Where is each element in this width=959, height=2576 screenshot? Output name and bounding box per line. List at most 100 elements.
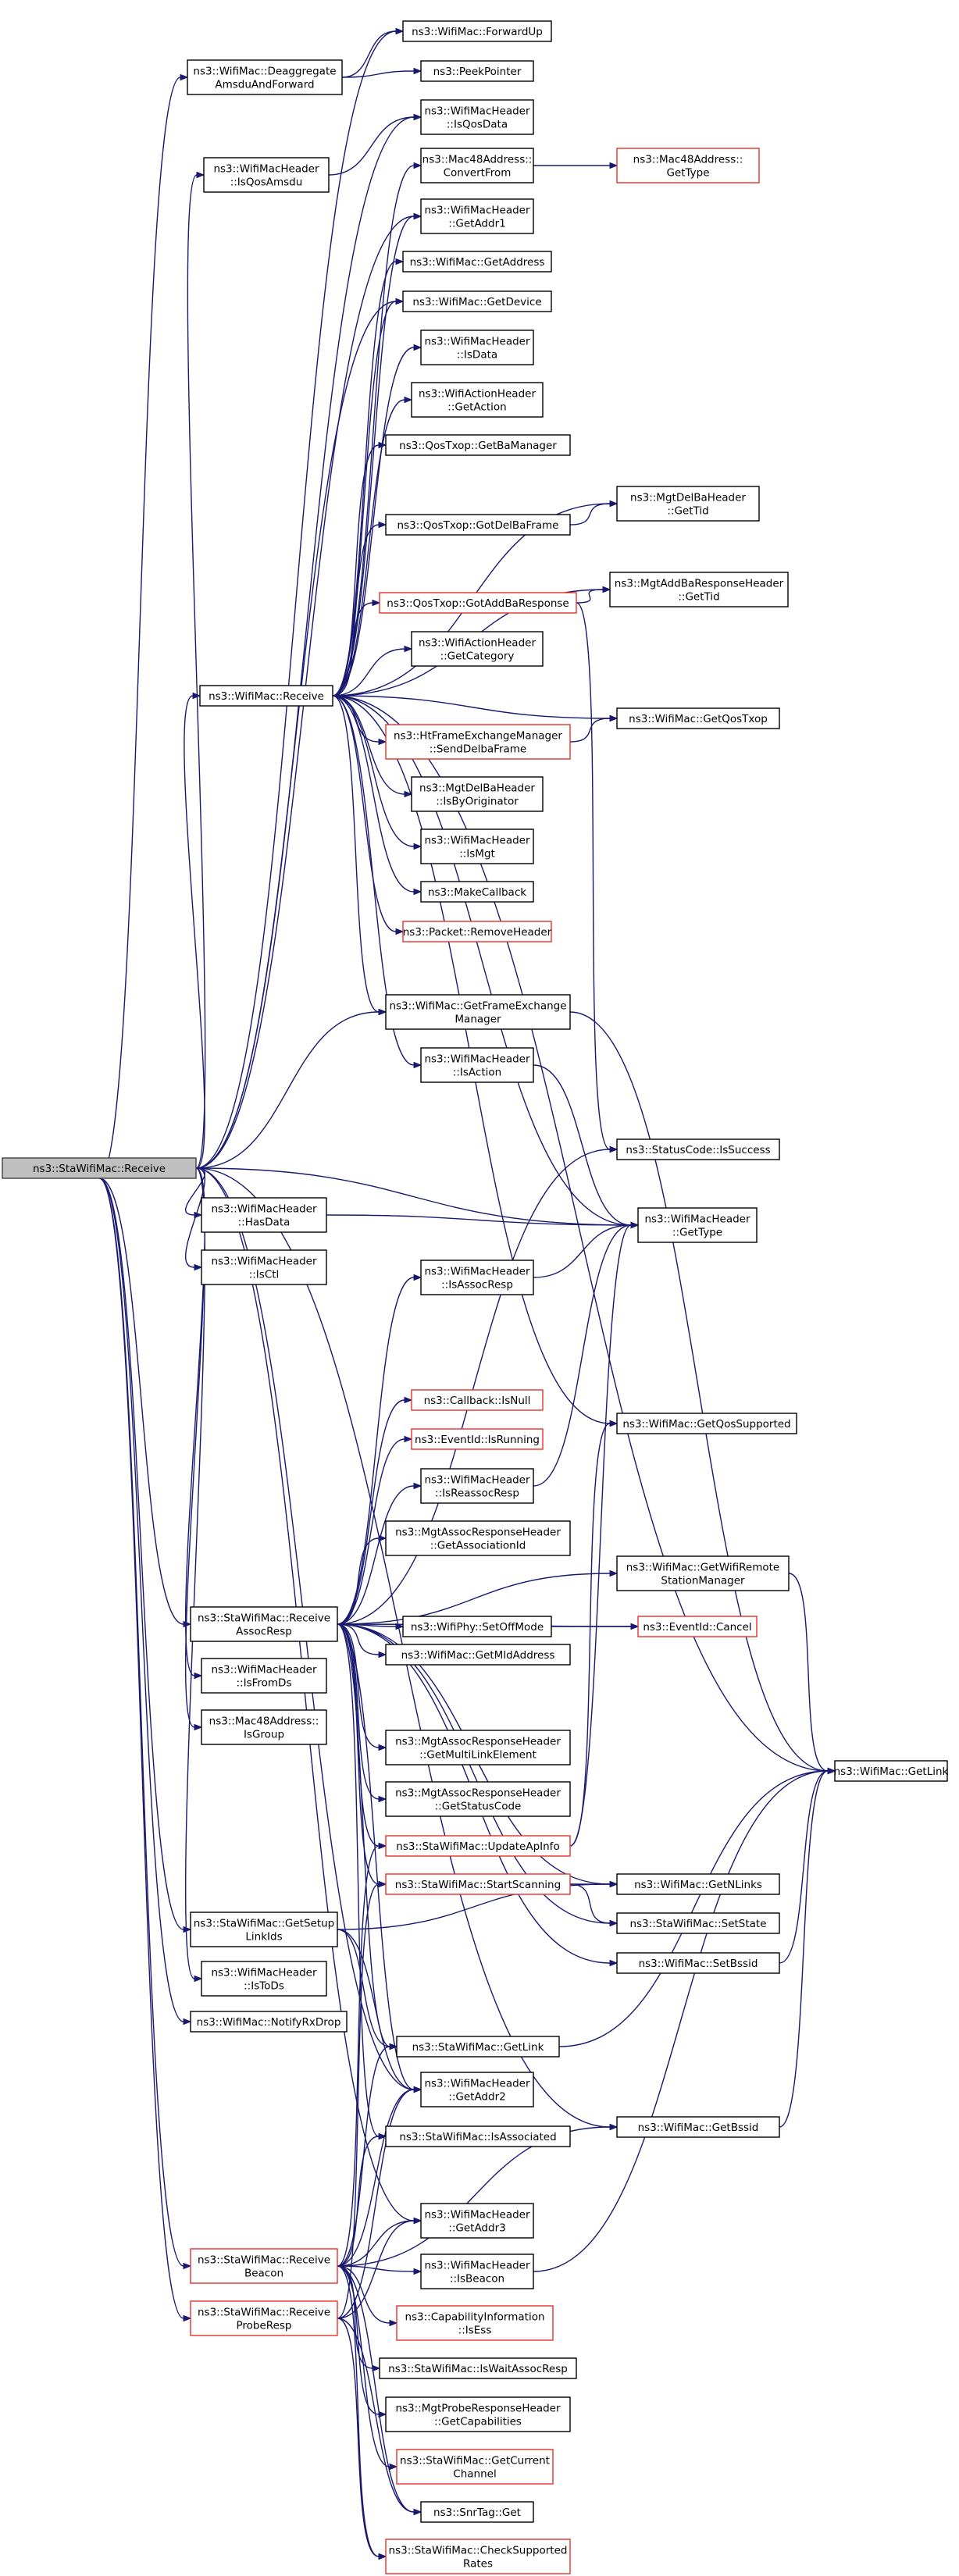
node-setstate[interactable]: ns3::StaWifiMac::SetState	[616, 1912, 780, 1934]
edge-isassocresp-to-hdrgettype	[533, 1221, 640, 1278]
node-convertfrom[interactable]: ns3::Mac48Address::ConvertFrom	[420, 148, 534, 183]
edge-line	[337, 1883, 380, 2319]
node-peek[interactable]: ns3::PeekPointer	[420, 60, 534, 82]
node-getqostxop[interactable]: ns3::WifiMac::GetQosTxop	[616, 707, 780, 729]
node-iswaitassoc[interactable]: ns3::StaWifiMac::IsWaitAssocResp	[379, 2357, 577, 2379]
node-eventisrunning[interactable]: ns3::EventId::IsRunning	[411, 1428, 544, 1450]
node-isbyoriginator[interactable]: ns3::MgtDelBaHeader::IsByOriginator	[411, 776, 544, 812]
edge-arrowhead	[413, 2268, 422, 2275]
node-getcategory[interactable]: ns3::WifiActionHeader::GetCategory	[411, 631, 544, 667]
node-hdrgettype[interactable]: ns3::WifiMacHeader::GetType	[637, 1207, 758, 1243]
node-mac48gettype[interactable]: ns3::Mac48Address::GetType	[616, 148, 760, 183]
node-box	[187, 59, 343, 95]
node-label: ::GetTid	[667, 505, 708, 518]
edge-receiveassocresp-to-getremotestation	[337, 1569, 619, 1625]
edge-wifimacreceive-to-convertfrom	[332, 162, 422, 697]
node-getstatuscode[interactable]: ns3::MgtAssocResponseHeader::GetStatusCo…	[385, 1781, 571, 1817]
node-getassocid[interactable]: ns3::MgtAssocResponseHeader::GetAssociat…	[385, 1520, 571, 1556]
node-box	[385, 1781, 571, 1817]
edge-line	[569, 718, 611, 743]
node-getbssid[interactable]: ns3::WifiMac::GetBssid	[616, 2116, 780, 2138]
node-isreassocresp[interactable]: ns3::WifiMacHeader::IsReassocResp	[420, 1468, 534, 1504]
node-setbssid[interactable]: ns3::WifiMac::SetBssid	[616, 1952, 780, 1974]
node-getmldaddress[interactable]: ns3::WifiMac::GetMldAddress	[385, 1644, 571, 1666]
node-getaddr2[interactable]: ns3::WifiMacHeader::GetAddr2	[420, 2072, 534, 2107]
node-label: StationManager	[661, 1575, 745, 1587]
node-stagetlink[interactable]: ns3::StaWifiMac::GetLink	[396, 2036, 560, 2058]
node-gotdelba[interactable]: ns3::QosTxop::GotDelBaFrame	[385, 514, 571, 536]
node-mgtdelbagettid[interactable]: ns3::MgtDelBaHeader::GetTid	[616, 486, 760, 522]
node-addbarespgettid[interactable]: ns3::MgtAddBaResponseHeader::GetTid	[609, 572, 789, 607]
node-probegetcap[interactable]: ns3::MgtProbeResponseHeader::GetCapabili…	[385, 2396, 571, 2432]
node-getqossupported[interactable]: ns3::WifiMac::GetQosSupported	[616, 1413, 797, 1434]
node-isassociated[interactable]: ns3::StaWifiMac::IsAssociated	[385, 2125, 571, 2147]
node-notifyrxdrop[interactable]: ns3::WifiMac::NotifyRxDrop	[190, 2011, 348, 2033]
edge-line	[98, 1178, 184, 2319]
edge-arrowhead	[389, 2043, 398, 2050]
node-wifimacreceive[interactable]: ns3::WifiMac::Receive	[199, 685, 333, 707]
node-isqosdata[interactable]: ns3::WifiMacHeader::IsQosData	[420, 99, 534, 135]
edge-line	[332, 444, 380, 697]
edge-line	[98, 1178, 184, 2022]
node-startscanning[interactable]: ns3::StaWifiMac::StartScanning	[385, 1873, 571, 1895]
node-isassocresp[interactable]: ns3::WifiMacHeader::IsAssocResp	[420, 1259, 534, 1295]
edge-line	[337, 1485, 415, 1625]
node-getaddr1[interactable]: ns3::WifiMacHeader::GetAddr1	[420, 198, 534, 234]
node-eventcancel[interactable]: ns3::EventId::Cancel	[637, 1616, 758, 1637]
edge-receivebeacon-to-isassociated	[337, 2132, 387, 2267]
node-label: GetType	[666, 167, 709, 180]
node-label: ns3::StaWifiMac::IsAssociated	[399, 2131, 556, 2143]
edge-line	[332, 648, 405, 697]
node-label: ns3::SnrTag::Get	[433, 2507, 521, 2519]
node-makecallback[interactable]: ns3::MakeCallback	[420, 881, 534, 903]
node-getaction[interactable]: ns3::WifiActionHeader::GetAction	[411, 382, 544, 418]
node-gotaddba[interactable]: ns3::QosTxop::GotAddBaResponse	[379, 592, 577, 614]
node-snrtagget[interactable]: ns3::SnrTag::Get	[420, 2501, 534, 2523]
edge-arrowhead	[389, 2463, 398, 2471]
node-removeheader[interactable]: ns3::Packet::RemoveHeader	[402, 921, 552, 942]
edge-line	[337, 2046, 390, 2267]
edge-line	[332, 602, 373, 697]
node-getaddress[interactable]: ns3::WifiMac::GetAddress	[402, 251, 552, 273]
node-box	[402, 921, 552, 942]
node-senddelba[interactable]: ns3::HtFrameExchangeManager::SendDelbaFr…	[385, 724, 571, 760]
node-getaddr3[interactable]: ns3::WifiMacHeader::GetAddr3	[420, 2203, 534, 2239]
node-forwardup[interactable]: ns3::WifiMac::ForwardUp	[402, 20, 552, 42]
node-wifimacgetlink[interactable]: ns3::WifiMac::GetLink	[834, 1760, 949, 1782]
node-updateapinfo[interactable]: ns3::StaWifiMac::UpdateApInfo	[385, 1835, 571, 1857]
node-isqosamsdu[interactable]: ns3::WifiMacHeader::IsQosAmsdu	[203, 157, 330, 193]
node-label: ns3::Mac48Address::	[209, 1716, 319, 1728]
node-getremotestation[interactable]: ns3::WifiMac::GetWifiRemoteStationManage…	[616, 1555, 790, 1591]
node-ismgt[interactable]: ns3::WifiMacHeader::IsMgt	[420, 828, 534, 864]
node-isdata[interactable]: ns3::WifiMacHeader::IsData	[420, 330, 534, 365]
node-getmultilink[interactable]: ns3::MgtAssocResponseHeader::GetMultiLin…	[385, 1730, 571, 1765]
node-issuccess[interactable]: ns3::StatusCode::IsSuccess	[616, 1138, 780, 1160]
node-getbamanager[interactable]: ns3::QosTxop::GetBaManager	[385, 434, 571, 456]
node-isctl[interactable]: ns3::WifiMacHeader::IsCtl	[201, 1249, 327, 1285]
node-isaction[interactable]: ns3::WifiMacHeader::IsAction	[420, 1047, 534, 1083]
node-isbeacon[interactable]: ns3::WifiMacHeader::IsBeacon	[420, 2254, 534, 2289]
node-isfromds[interactable]: ns3::WifiMacHeader::IsFromDs	[201, 1658, 327, 1694]
edge-setbssid-to-wifimacgetlink	[779, 1767, 836, 1964]
edge-line	[337, 1929, 390, 2047]
node-capisess[interactable]: ns3::CapabilityInformation::IsEss	[396, 2305, 554, 2341]
edge-arrowhead	[194, 1263, 203, 1271]
node-setoffmode[interactable]: ns3::WifiPhy::SetOffMode	[402, 1616, 552, 1637]
node-cbisnull[interactable]: ns3::Callback::IsNull	[411, 1389, 544, 1411]
node-istods[interactable]: ns3::WifiMacHeader::IsToDs	[201, 1961, 327, 1997]
edge-arrowhead	[378, 1795, 387, 1803]
node-label: ns3::WifiMacHeader	[424, 835, 530, 847]
node-hasdata[interactable]: ns3::WifiMacHeader::HasData	[201, 1197, 327, 1233]
node-isgroup[interactable]: ns3::Mac48Address::IsGroup	[201, 1709, 327, 1745]
node-label: ::IsQosAmsdu	[230, 176, 303, 189]
node-getnlinks[interactable]: ns3::WifiMac::GetNLinks	[616, 1873, 780, 1895]
node-getdevice[interactable]: ns3::WifiMac::GetDevice	[402, 290, 552, 312]
